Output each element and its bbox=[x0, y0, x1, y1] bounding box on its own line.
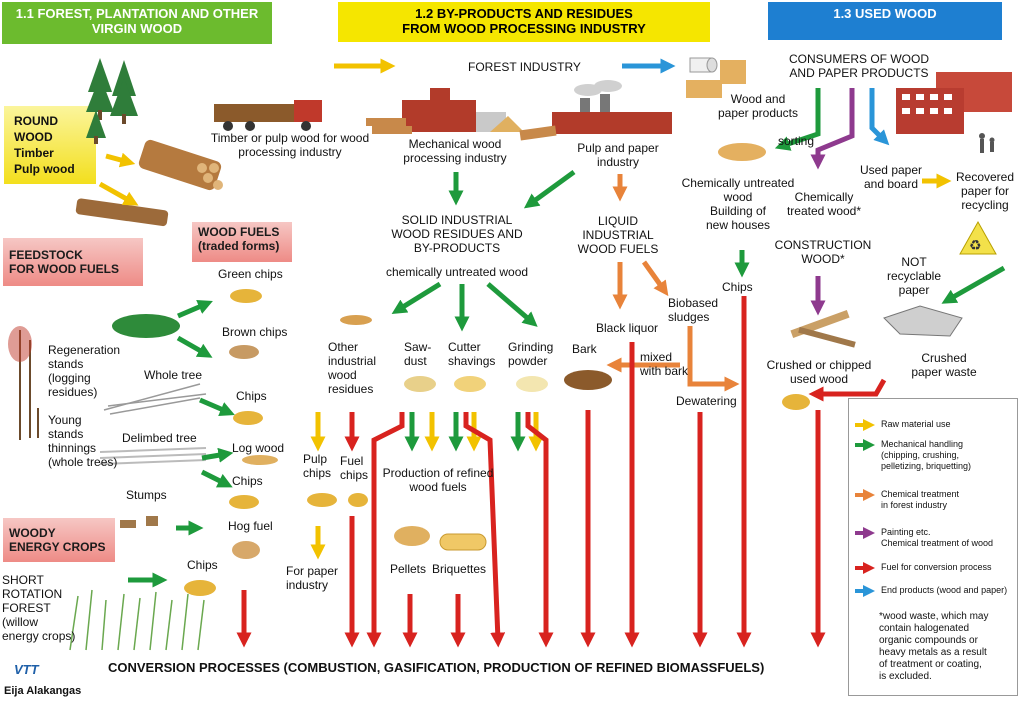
pulp-paper-industry-label: Pulp and paper industry bbox=[577, 141, 659, 169]
grinding-powder-label: Grinding powder bbox=[508, 340, 554, 368]
forest-residue-icons bbox=[8, 314, 207, 651]
conifer-trees-icon bbox=[86, 58, 138, 144]
apartment-buildings-icon bbox=[896, 72, 1012, 153]
regeneration-stands-label: Regeneration stands (logging residues) bbox=[48, 343, 121, 399]
legend-arrows bbox=[855, 419, 875, 597]
forest-industry-label: FOREST INDUSTRY bbox=[468, 60, 581, 74]
hog-fuel-label: Hog fuel bbox=[228, 519, 273, 533]
mixed-with-bark-label: mixed with bark bbox=[640, 350, 689, 378]
crushed-used-wood-label: Crushed or chipped used wood bbox=[766, 358, 872, 386]
liquid-fuels-label: LIQUID INDUSTRIAL WOOD FUELS bbox=[577, 214, 659, 256]
construction-wood-label: CONSTRUCTION WOOD* bbox=[774, 238, 872, 266]
recovered-paper-label: Recovered paper for recycling bbox=[955, 170, 1015, 212]
briquettes-label: Briquettes bbox=[432, 562, 487, 576]
log-wood-label: Log wood bbox=[232, 441, 285, 455]
cutter-shavings-label: Cutter shavings bbox=[448, 340, 496, 368]
recycling-symbol-icon: ♻ bbox=[959, 220, 997, 255]
dewatering-label: Dewatering bbox=[676, 394, 737, 408]
purple-arrows bbox=[810, 88, 855, 316]
chip-piles-icon bbox=[184, 143, 810, 596]
timber-pulpwood-label: Timber or pulp wood for wood processing … bbox=[210, 131, 370, 159]
wood-fuels-label: WOOD FUELS (traded forms) bbox=[192, 222, 292, 262]
sawmill-factory-icon bbox=[366, 88, 524, 134]
red-arrows bbox=[236, 296, 887, 648]
whole-tree-label: Whole tree bbox=[144, 368, 203, 382]
timber-truck-icon bbox=[214, 100, 322, 131]
section-header-forest: 1.1 FOREST, PLANTATION AND OTHER VIRGIN … bbox=[2, 2, 272, 44]
mechanical-processing-label: Mechanical wood processing industry bbox=[403, 137, 507, 165]
construction-waste-icon bbox=[790, 309, 856, 348]
legend-footnote: *wood waste, which may contain halogenat… bbox=[879, 611, 989, 682]
feedstock-label: FEEDSTOCK FOR WOOD FUELS bbox=[3, 238, 143, 286]
refined-wood-fuels-label: Production of refined wood fuels bbox=[382, 466, 494, 494]
round-wood-label: ROUND WOOD Timber Pulp wood bbox=[14, 114, 75, 176]
bark-label: Bark bbox=[572, 342, 597, 356]
chips-label-1: Chips bbox=[236, 389, 267, 403]
stumps-label: Stumps bbox=[126, 488, 167, 502]
delimbed-tree-label: Delimbed tree bbox=[122, 431, 197, 445]
used-paper-label: Used paper and board bbox=[859, 163, 923, 191]
black-liquor-label: Black liquor bbox=[596, 321, 659, 335]
solid-residues-label: SOLID INDUSTRIAL WOOD RESIDUES AND BY-PR… bbox=[391, 213, 523, 255]
crushed-paper-icon bbox=[883, 305, 963, 337]
biobased-sludges-label: Biobased sludges bbox=[668, 296, 719, 324]
brown-chips-label: Brown chips bbox=[222, 325, 288, 339]
young-stands-label: Young stands thinnings (whole trees) bbox=[48, 413, 118, 469]
other-residues-label: Other industrial wood residues bbox=[328, 340, 377, 396]
paper-roll-icon bbox=[689, 57, 718, 73]
woody-energy-crops-label: WOODY ENERGY CROPS bbox=[3, 518, 115, 562]
consumers-label: CONSUMERS OF WOOD AND PAPER PRODUCTS bbox=[789, 52, 929, 80]
short-rotation-forest-label: SHORT ROTATION FOREST (willow energy cro… bbox=[2, 573, 76, 643]
for-paper-industry-label: For paper industry bbox=[286, 564, 339, 592]
pulp-mill-icon bbox=[519, 80, 672, 141]
section-header-byproducts: 1.2 BY-PRODUCTS AND RESIDUES FROM WOOD P… bbox=[338, 2, 710, 42]
wood-paper-products-label: Wood and paper products bbox=[717, 92, 799, 120]
fuel-chips-label: Fuel chips bbox=[340, 454, 369, 482]
vtt-logo: VTT bbox=[14, 662, 39, 677]
chips-label-2: Chips bbox=[232, 474, 263, 488]
green-chips-label: Green chips bbox=[218, 267, 283, 281]
lumber-stack-icon bbox=[686, 60, 746, 98]
yellow-arrows bbox=[98, 58, 952, 560]
log-pile-icon bbox=[75, 139, 223, 227]
not-recyclable-paper-label: NOT recyclable paper bbox=[886, 255, 942, 297]
sawdust-label: Saw- dust bbox=[404, 340, 432, 368]
chemically-untreated-wood-label: Chemically untreated wood Building of ne… bbox=[681, 176, 795, 232]
orange-arrows bbox=[606, 174, 740, 392]
chips-label-right: Chips bbox=[722, 280, 753, 294]
chemically-treated-wood-label: Chemically treated wood* bbox=[786, 190, 862, 218]
briquette-icon bbox=[439, 533, 487, 551]
round-wood-box bbox=[4, 106, 96, 184]
section-header-used-wood: 1.3 USED WOOD bbox=[768, 2, 1002, 40]
author-label: Eija Alakangas bbox=[4, 685, 82, 697]
pellets-label: Pellets bbox=[390, 562, 427, 576]
crushed-paper-waste-label: Crushed paper waste bbox=[911, 351, 977, 379]
blue-arrows bbox=[622, 58, 890, 146]
chips-label-3: Chips bbox=[187, 558, 218, 572]
svg-text:♻: ♻ bbox=[969, 237, 982, 253]
green-arrows bbox=[128, 88, 1006, 588]
sorting-label: sorting bbox=[778, 134, 815, 148]
conversion-processes-label: CONVERSION PROCESSES (COMBUSTION, GASIFI… bbox=[108, 660, 765, 675]
legend: Raw material use Mechanical handling (ch… bbox=[848, 398, 1018, 696]
chemically-untreated-label: chemically untreated wood bbox=[386, 265, 529, 279]
pulp-chips-label: Pulp chips bbox=[303, 452, 332, 480]
